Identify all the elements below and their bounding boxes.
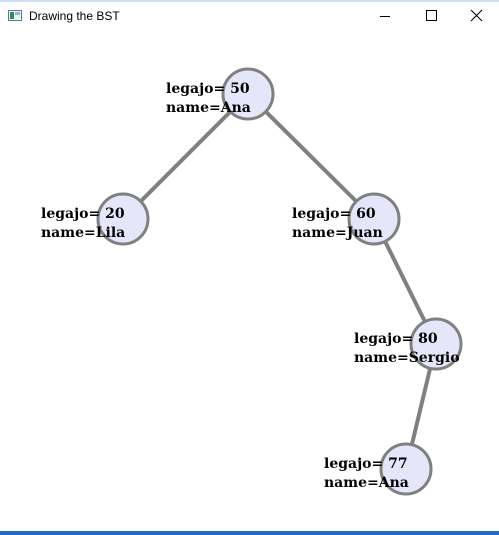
tree-node-80: legajo= 80 name=Sergio <box>354 317 463 371</box>
node-legajo-label: legajo= 50 <box>166 81 250 97</box>
node-name-label: name=Lila <box>41 225 125 241</box>
tree-node-20: legajo= 20 name=Lila <box>41 192 150 246</box>
tree-node-60: legajo= 60 name=Juan <box>292 192 401 246</box>
node-name-label: name=Juan <box>292 225 383 241</box>
minimize-button[interactable] <box>362 0 408 32</box>
tree-node-77: legajo= 77 name=Ana <box>324 442 433 496</box>
node-name-label: name=Ana <box>166 100 251 116</box>
window-title: Drawing the BST <box>29 9 120 23</box>
close-button[interactable] <box>453 0 499 32</box>
node-legajo-label: legajo= 60 <box>292 206 376 222</box>
tree-node-50: legajo= 50 name=Ana <box>166 67 275 121</box>
node-circle <box>221 67 275 121</box>
node-circle <box>379 442 433 496</box>
edge-50-60 <box>246 92 376 221</box>
java-app-icon <box>8 10 22 21</box>
window-bottom-border <box>0 531 499 535</box>
node-legajo-label: legajo= 20 <box>41 206 125 222</box>
node-circle <box>409 317 463 371</box>
node-name-label: name=Ana <box>324 475 409 491</box>
minimize-icon <box>380 16 390 17</box>
node-circle <box>96 192 150 246</box>
node-circle <box>347 192 401 246</box>
maximize-button[interactable] <box>408 0 454 32</box>
edges-layer <box>121 92 438 470</box>
node-legajo-label: legajo= 77 <box>324 456 408 472</box>
window-top-strip <box>0 0 499 2</box>
node-name-label: name=Sergio <box>354 350 460 366</box>
node-legajo-label: legajo= 80 <box>354 331 438 347</box>
maximize-icon <box>426 10 437 21</box>
title-bar[interactable]: Drawing the BST <box>0 0 499 32</box>
close-icon <box>470 9 483 22</box>
edge-50-20 <box>121 92 250 221</box>
